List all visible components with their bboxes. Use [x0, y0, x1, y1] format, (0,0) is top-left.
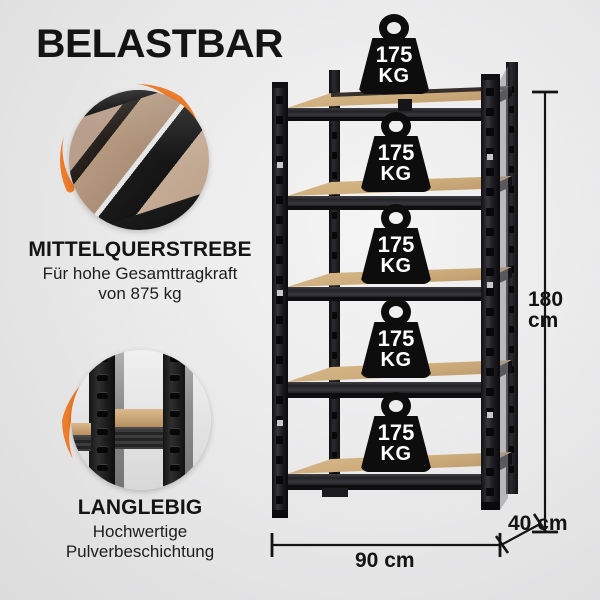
- upright-front-left: [272, 82, 288, 518]
- weight-badge-shelf-4: 175 KG: [360, 298, 432, 378]
- feature-title-mittelquerstrebe: MITTELQUERSTREBE: [28, 238, 252, 261]
- feature-title-langlebig: LANGLEBIG: [77, 496, 203, 519]
- weight-unit: KG: [380, 348, 412, 371]
- weight-badge-shelf-1: 175 KG: [358, 14, 430, 94]
- feature-subtitle-langlebig-line2: Pulverbeschichtung: [65, 542, 215, 561]
- weight-unit: KG: [378, 64, 410, 87]
- weight-body: 175 KG: [360, 416, 432, 472]
- feature-subtitle-langlebig-line1: Hochwertige: [92, 522, 188, 541]
- photo-gloss-overlay: [69, 90, 209, 230]
- weight-badge-shelf-2: 175 KG: [360, 112, 432, 192]
- dimension-label-height: 180 cm: [528, 288, 564, 332]
- dimension-height-unit: cm: [528, 308, 559, 332]
- dimension-width: [270, 533, 502, 557]
- dimension-depth: [494, 513, 548, 554]
- upright-post-right: [163, 350, 187, 490]
- feature-subtitle-mittelquerstrebe-line1: Für hohe Gesamttragkraft: [42, 264, 238, 283]
- weight-unit: KG: [380, 254, 412, 277]
- upright-back-right: [506, 62, 518, 494]
- side-depth-panel: [500, 66, 508, 510]
- feature-subtitle-mittelquerstrebe-line2: von 875 kg: [98, 284, 182, 303]
- dimension-height-value: 180: [528, 288, 564, 311]
- dimension-label-depth: 40 cm: [508, 512, 568, 535]
- weight-badge-shelf-3: 175 KG: [360, 204, 432, 284]
- feature-photo-langlebig: [62, 344, 218, 496]
- upright-post-left: [89, 350, 115, 490]
- shelf-beam: [115, 427, 177, 449]
- weight-value: 175: [377, 140, 415, 166]
- weight-body: 175 KG: [360, 322, 432, 378]
- weight-value: 175: [377, 232, 415, 258]
- weight-value: 175: [377, 420, 415, 446]
- upright-rail-right: [185, 350, 193, 490]
- dimension-label-width: 90 cm: [355, 549, 415, 572]
- feature-photo-mittelquerstrebe: [60, 84, 216, 236]
- closeup-image-upright: [71, 350, 211, 490]
- weight-unit: KG: [380, 162, 412, 185]
- shelf-board: [115, 408, 177, 427]
- weight-value: 175: [377, 326, 415, 352]
- weight-unit: KG: [380, 442, 412, 465]
- weight-badge-shelf-5: 175 KG: [360, 392, 432, 472]
- shelf-beam-secondary: [71, 435, 91, 452]
- page-title: BELASTBAR: [36, 22, 284, 66]
- shelf-board-secondary: [71, 422, 91, 436]
- weight-value: 175: [375, 42, 413, 68]
- closeup-image-cross-brace: [69, 90, 209, 230]
- upright-front-right: [481, 74, 500, 510]
